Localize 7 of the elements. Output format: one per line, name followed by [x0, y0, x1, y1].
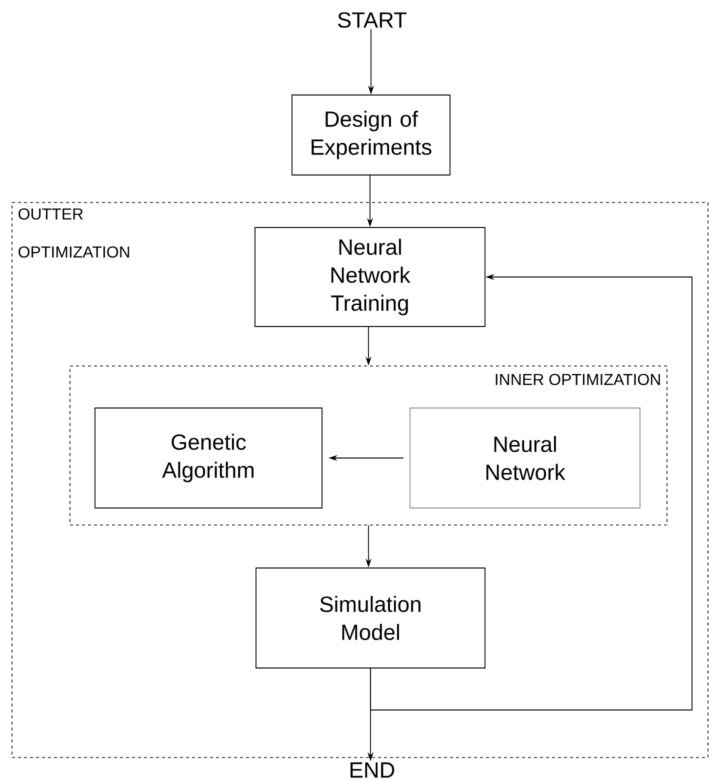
process-box: Simulation Model: [256, 568, 486, 668]
process-box: Neural Network: [410, 408, 640, 508]
process-box: Genetic Algorithm: [94, 408, 322, 508]
process-box: Design of Experiments: [292, 94, 450, 176]
process-box: Neural Network Training: [254, 227, 486, 327]
terminal-label: START: [338, 12, 407, 28]
terminal-label: END: [350, 762, 394, 778]
